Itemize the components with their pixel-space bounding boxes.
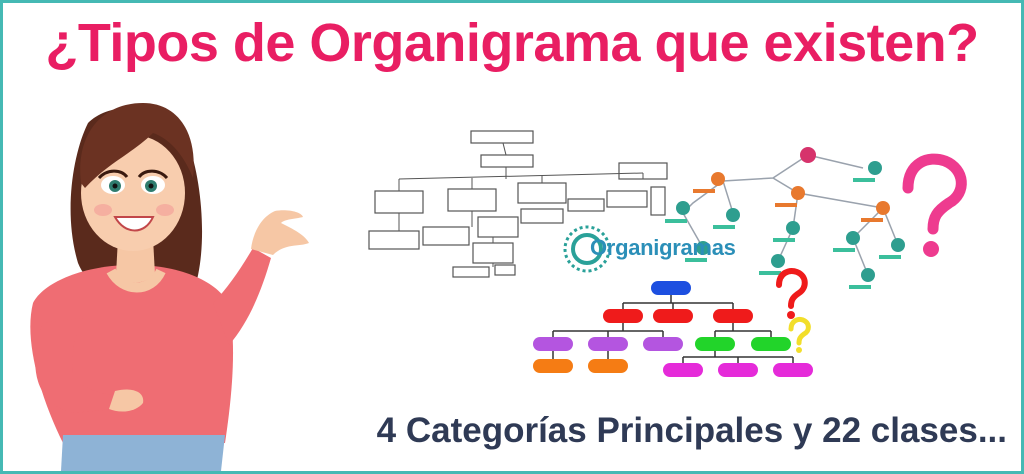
subtitle: 4 Categorías Principales y 22 clases... [376, 411, 1007, 450]
organigramas-logo-icon [563, 225, 611, 273]
person-network-chart-icon [665, 147, 905, 289]
question-mark-icon [776, 153, 967, 353]
page-title: ¿Tipos de Organigrama que existen? [45, 13, 979, 73]
woman-illustration-icon [30, 103, 309, 471]
logo-text: Organigramas [590, 235, 736, 260]
color-org-chart-icon [533, 281, 813, 377]
hierarchy-chart-sketch-icon [368, 130, 668, 278]
